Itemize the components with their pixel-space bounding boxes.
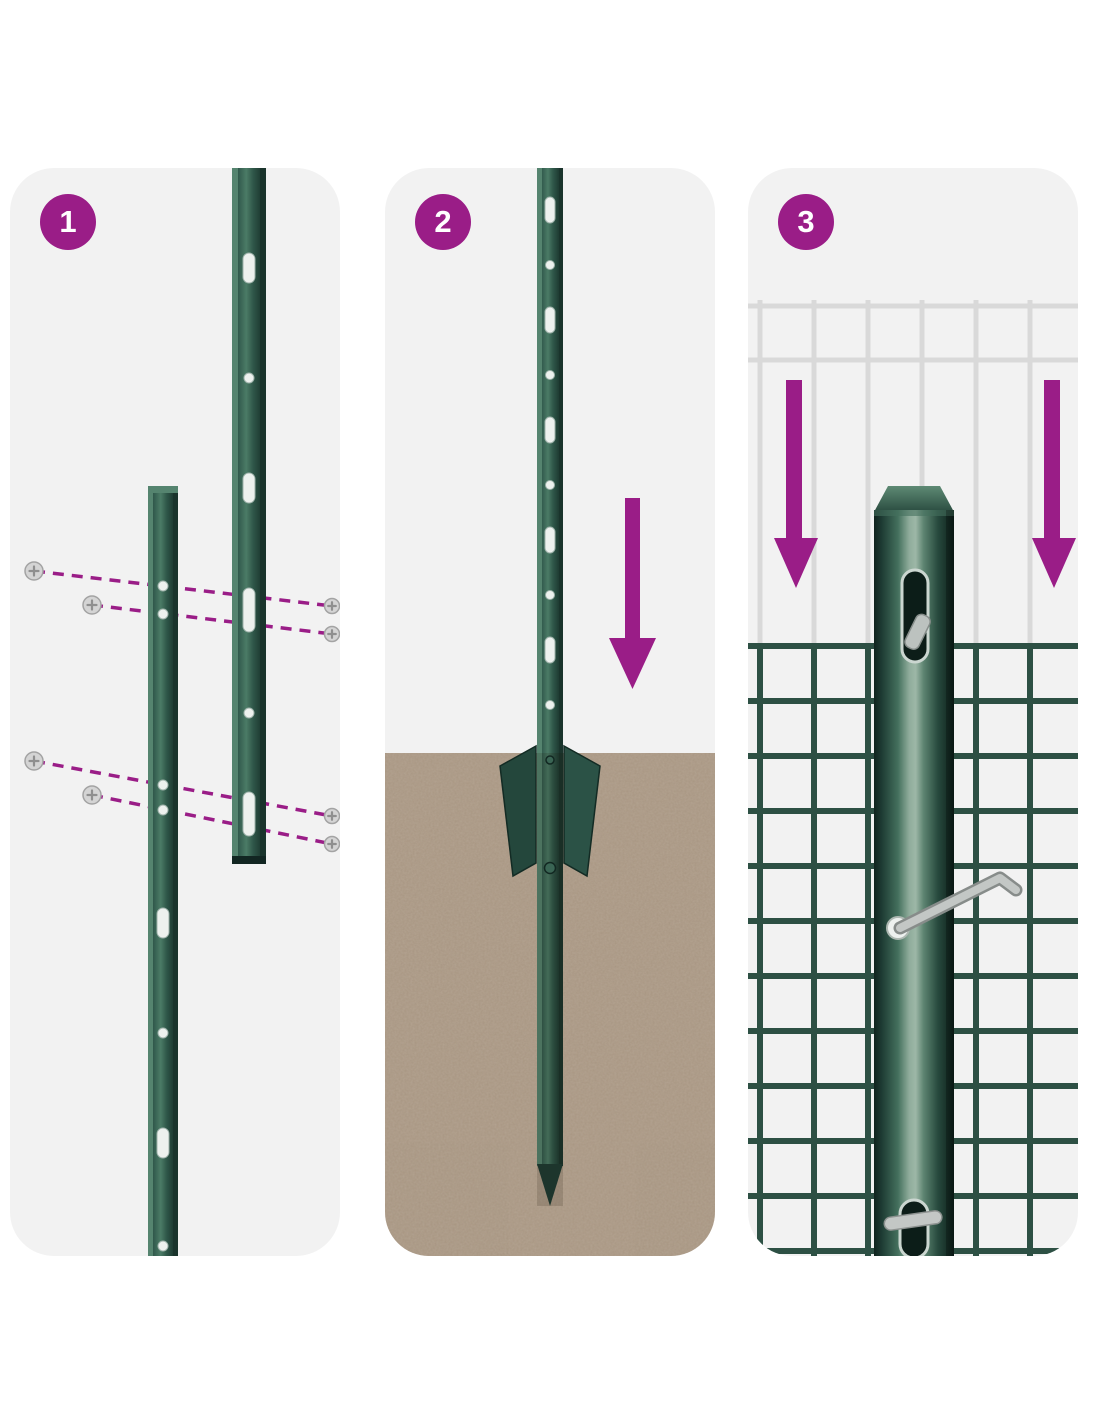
step-badge-2: 2 bbox=[415, 194, 471, 250]
down-arrow-icon bbox=[609, 498, 656, 689]
screw-icon bbox=[323, 807, 340, 825]
keyhole-slot bbox=[900, 568, 931, 664]
wire-mesh-gray bbox=[748, 300, 1078, 646]
step-badge-3: 3 bbox=[778, 194, 834, 250]
step-number-1: 1 bbox=[59, 204, 77, 239]
u-post-right bbox=[232, 168, 266, 864]
anchor-plate bbox=[499, 744, 601, 878]
screw-icon bbox=[323, 625, 340, 643]
u-post bbox=[537, 168, 563, 1206]
down-arrow-icon-left bbox=[774, 380, 818, 588]
step-panel-2: 2 bbox=[385, 168, 715, 1256]
step3-illustration bbox=[748, 300, 1078, 1256]
u-post-closeup bbox=[874, 486, 1023, 1256]
screw-icon bbox=[24, 751, 44, 771]
screw-icon bbox=[24, 561, 44, 581]
step-number-2: 2 bbox=[434, 204, 452, 239]
down-arrow-icon-right bbox=[1032, 380, 1076, 588]
step-badge-1: 1 bbox=[40, 194, 96, 250]
anchor-plate-rivets bbox=[543, 755, 557, 875]
u-post-left bbox=[148, 486, 178, 1256]
alignment-dash-lines bbox=[33, 569, 333, 846]
bottom-slot-pin bbox=[883, 1198, 943, 1256]
screw-icon bbox=[323, 597, 340, 615]
step-panel-1: 1 bbox=[10, 168, 340, 1256]
step2-illustration bbox=[385, 168, 715, 1256]
screw-icon bbox=[82, 785, 102, 805]
fixing-pin bbox=[886, 871, 1023, 940]
screw-icon bbox=[82, 595, 102, 615]
screw-icon bbox=[323, 835, 340, 853]
step-number-3: 3 bbox=[797, 204, 815, 239]
step-panel-3: 3 bbox=[748, 168, 1078, 1256]
screw-icons bbox=[24, 561, 340, 853]
step1-illustration bbox=[24, 168, 340, 1256]
